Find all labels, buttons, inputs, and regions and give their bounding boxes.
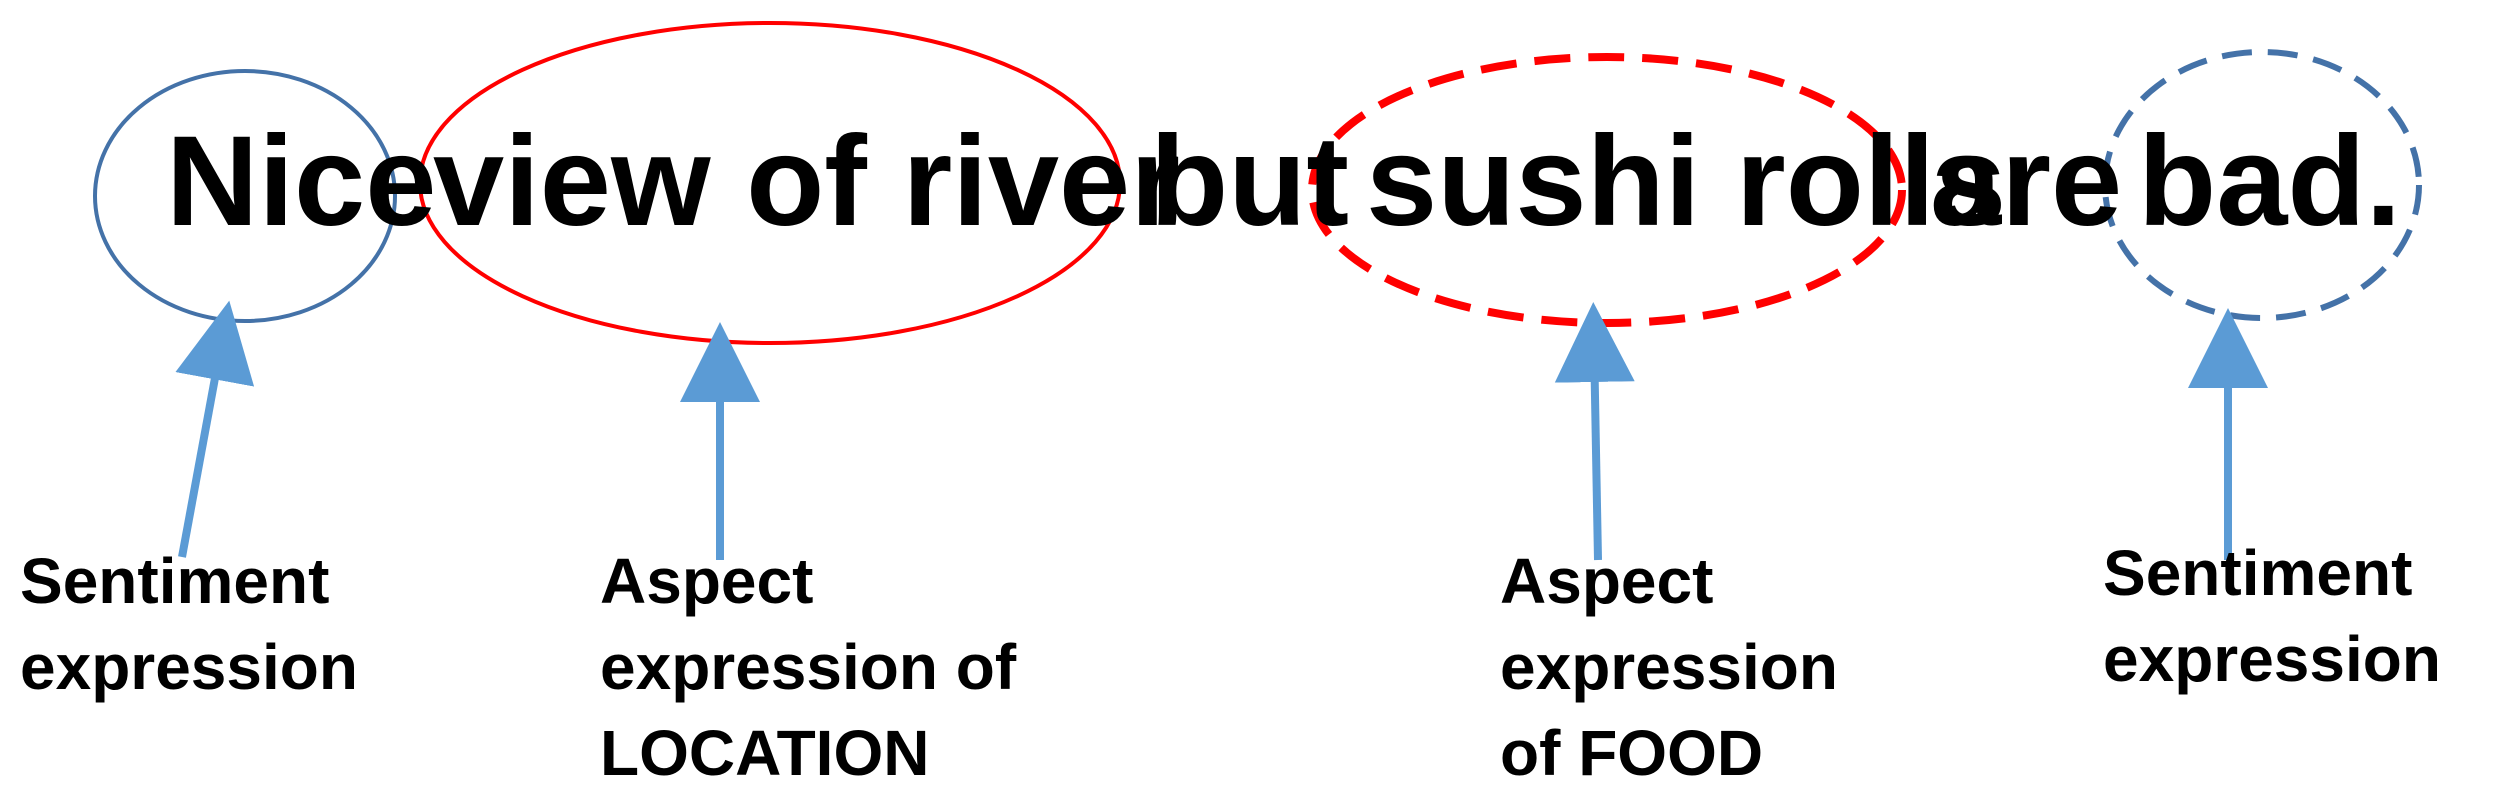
label-line: Sentiment xyxy=(2103,537,2413,609)
label-line: expression of xyxy=(600,631,1017,703)
word-sushi-rolls: sushi rolls xyxy=(1366,110,2007,253)
aspect-marker-location xyxy=(418,21,1122,345)
word-bad: bad. xyxy=(2138,110,2402,253)
label-line: Aspect xyxy=(600,545,814,617)
label-line: of FOOD xyxy=(1500,717,1764,789)
word-are: are xyxy=(1930,110,2123,253)
arrow-aspect-food xyxy=(1554,302,1635,561)
label-line: LOCATION xyxy=(600,717,930,789)
label-line: expression xyxy=(1500,631,1838,703)
label-line: Sentiment xyxy=(20,545,330,617)
label-aspect-food: Aspect expression of FOOD xyxy=(1500,538,1838,796)
label-line: expression xyxy=(2103,623,2441,695)
label-sentiment-expression-1: Sentiment expression xyxy=(20,538,358,710)
label-sentiment-expression-2: Sentiment expression xyxy=(2103,530,2441,702)
word-but: but xyxy=(1150,110,1349,253)
arrow-sentiment-nice xyxy=(175,300,255,558)
sentiment-marker-bad xyxy=(2102,49,2422,321)
label-aspect-location: Aspect expression of LOCATION xyxy=(600,538,1016,796)
word-nice: Nice xyxy=(166,110,437,253)
label-line: expression xyxy=(20,631,358,703)
label-line: Aspect xyxy=(1500,545,1714,617)
word-view-of-river: view of river xyxy=(433,110,1180,253)
